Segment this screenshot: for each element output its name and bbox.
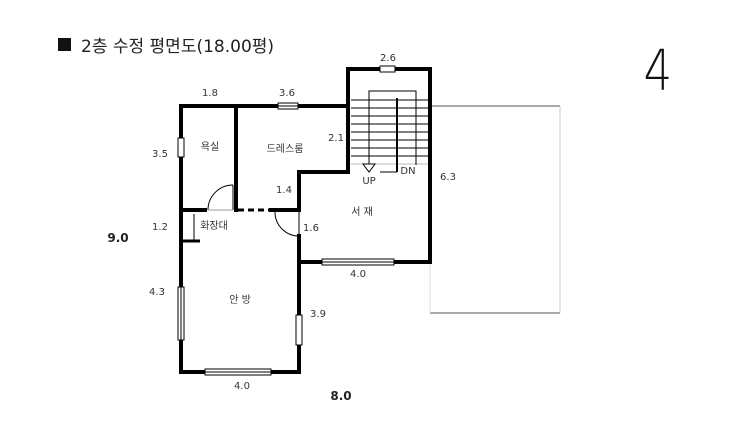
dim-bed-bottom: 4.0 <box>234 381 250 392</box>
windows <box>177 65 396 376</box>
dim-study-bottom: 4.0 <box>350 269 366 280</box>
dim-right-height: 6.3 <box>440 172 456 183</box>
dim-dress-bottom: 1.4 <box>276 185 292 196</box>
room-label-vanity: 화장대 <box>200 220 228 232</box>
dim-study-left: 1.6 <box>303 223 319 234</box>
staircase <box>351 90 428 173</box>
dim-vanity-left: 1.2 <box>152 222 168 233</box>
room-label-dressroom: 드레스룸 <box>267 143 304 155</box>
walls <box>179 67 432 374</box>
room-label-bathroom: 욕실 <box>201 141 219 153</box>
dim-bed-left: 4.3 <box>149 287 165 298</box>
room-label-bedroom: 안 방 <box>229 294 251 306</box>
page-title-text: 2층 수정 평면도(18.00평) <box>81 37 275 57</box>
dim-top-left: 1.8 <box>202 88 218 99</box>
dim-stair-top: 2.6 <box>380 53 396 64</box>
window-stair <box>379 65 396 73</box>
dim-bath-left: 3.5 <box>152 149 168 160</box>
stair-up-label: UP <box>362 176 375 187</box>
room-label-study: 서 재 <box>351 206 373 218</box>
dim-total-height: 9.0 <box>107 231 128 245</box>
page-title: 2층 수정 평면도(18.00평) <box>58 32 274 57</box>
dim-bed-right: 3.9 <box>310 309 326 320</box>
balcony-outline <box>429 105 561 314</box>
dim-total-width: 8.0 <box>330 389 351 403</box>
vanity-wall <box>181 214 200 243</box>
window-bath <box>177 137 185 158</box>
dim-dress-right: 2.1 <box>328 133 344 144</box>
stair-down-label: DN <box>400 166 415 177</box>
page-number: 4 <box>643 39 673 104</box>
doors <box>207 184 300 237</box>
dim-top-middle: 3.6 <box>279 88 295 99</box>
window-bed-right <box>295 314 303 346</box>
square-bullet-icon <box>58 38 71 51</box>
